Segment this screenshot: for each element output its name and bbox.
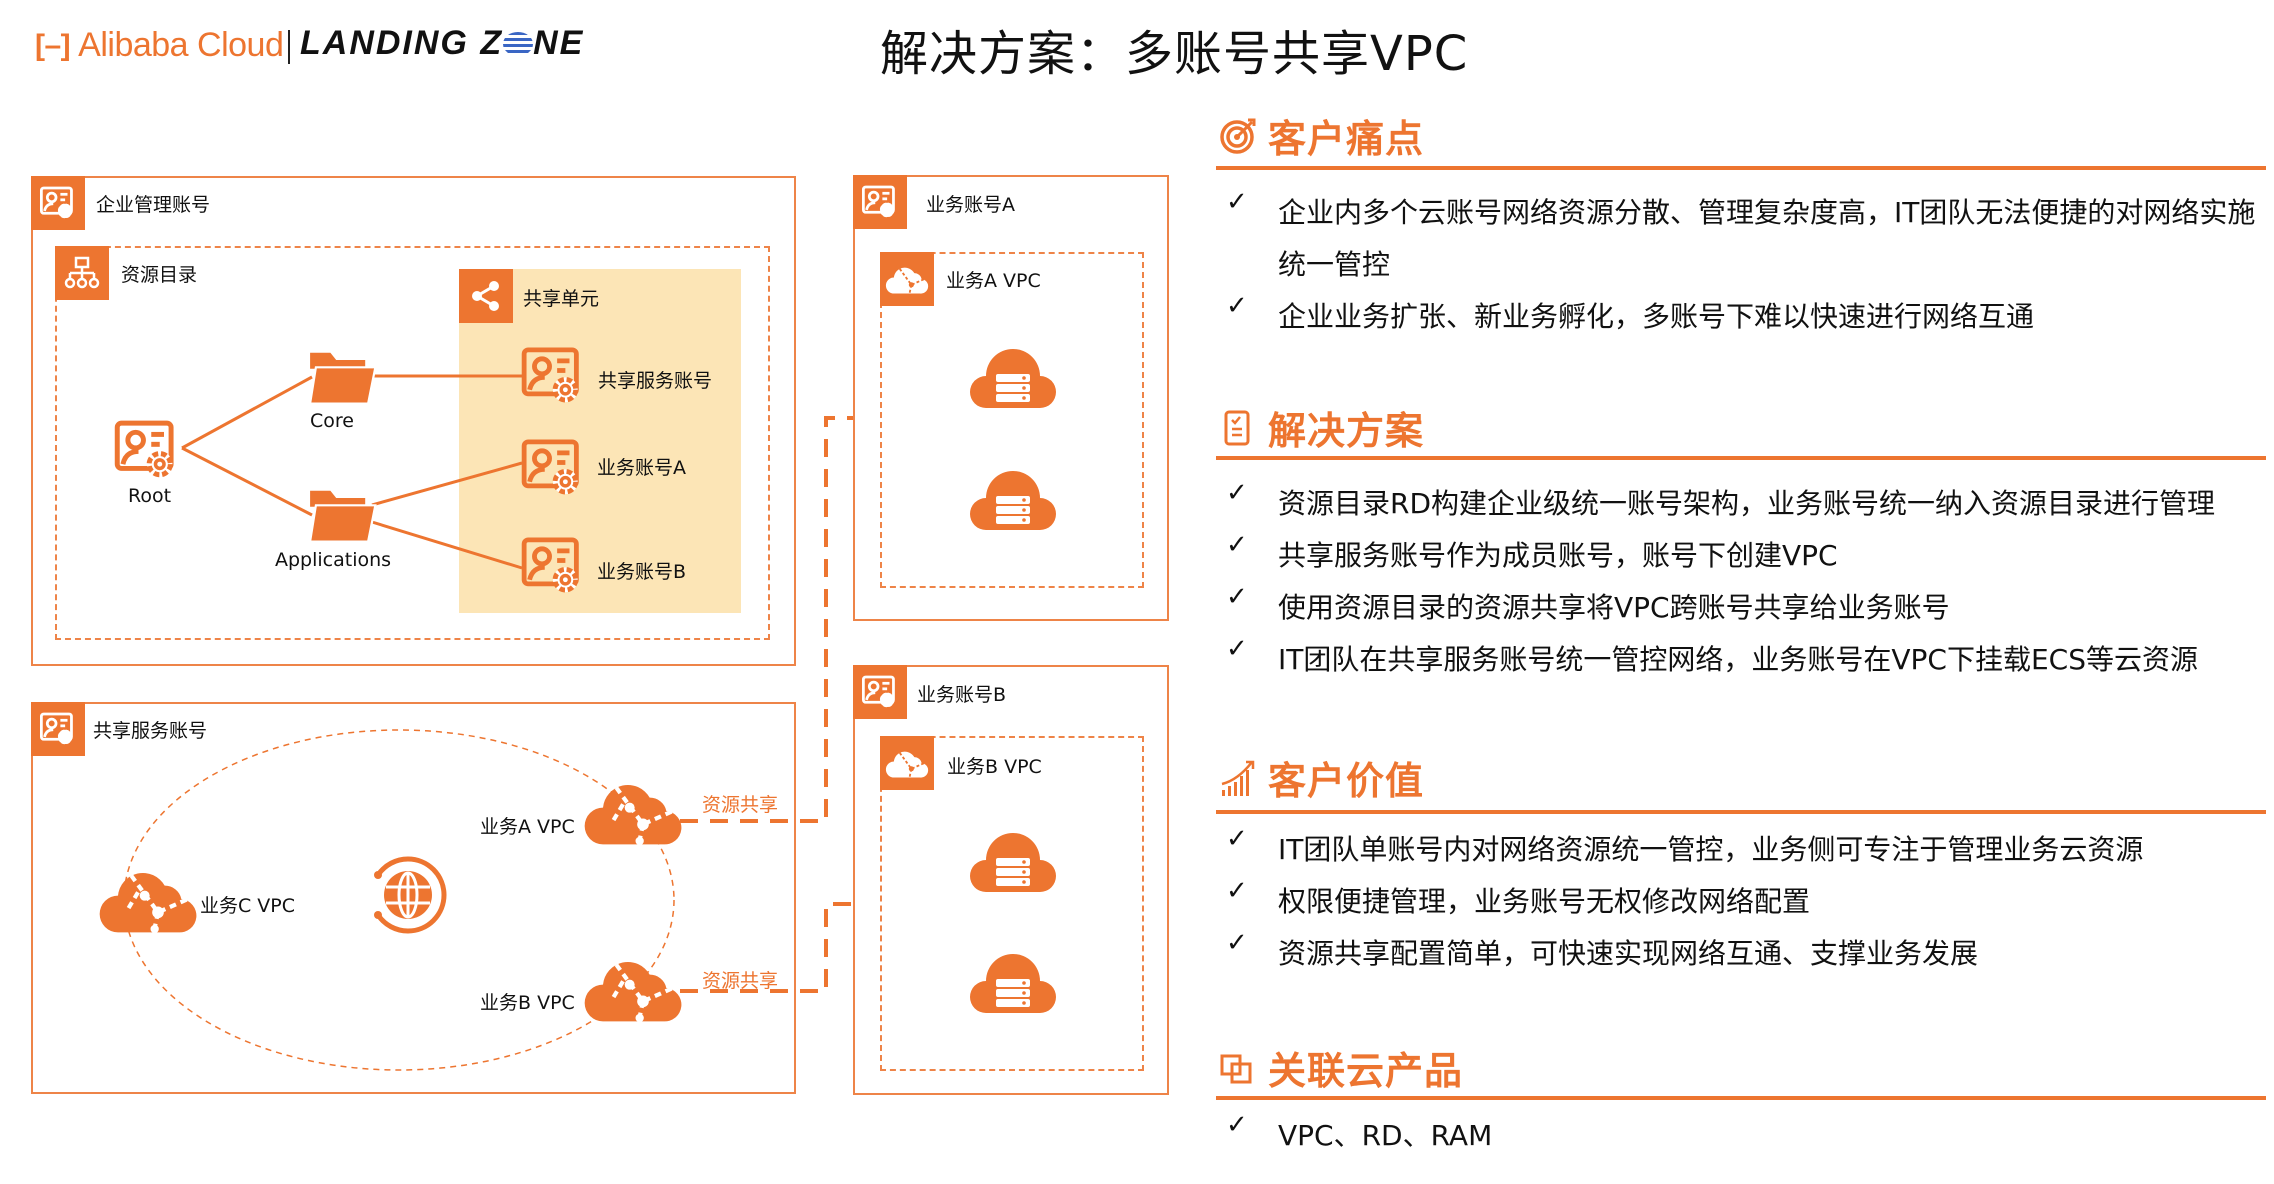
- vpc-icon: [880, 252, 934, 306]
- business-account-b-label: 业务账号B: [917, 684, 1007, 706]
- org-tree-icon: [55, 246, 109, 300]
- logo-divider: [288, 30, 290, 64]
- list-item: ✓ 权限便捷管理，业务账号无权修改网络配置: [1226, 876, 2258, 928]
- alibaba-cloud-logo: [–] Alibaba Cloud: [35, 26, 284, 65]
- section-title: 客户价值: [1268, 759, 1425, 803]
- list-item-text: IT团队在共享服务账号统一管控网络，业务账号在VPC下挂载ECS等云资源: [1278, 643, 2198, 676]
- list-item-text: VPC、RD、RAM: [1278, 1119, 1493, 1152]
- section-title: 关联云产品: [1268, 1049, 1464, 1093]
- landing-zone-globe-icon: [503, 32, 534, 56]
- landing-zone-logo: LANDING Z NE: [300, 24, 584, 63]
- check-icon: ✓: [1226, 291, 1248, 321]
- landing-zone-prefix: LANDING Z: [300, 24, 504, 62]
- resource-share-connectors: [680, 408, 880, 993]
- root-label: Root: [128, 485, 172, 507]
- alibaba-cloud-brackets-icon: [–]: [35, 28, 71, 62]
- check-icon: ✓: [1226, 187, 1248, 217]
- list-item-text: 资源共享配置简单，可快速实现网络互通、支撑业务发展: [1278, 937, 1979, 970]
- vpc-a-box: [880, 252, 1144, 588]
- section-divider: [1216, 1096, 2266, 1100]
- linked-products-icon: [1220, 1054, 1252, 1083]
- brand-name: Alibaba Cloud: [78, 26, 284, 64]
- list-item-text: IT团队单账号内对网络资源统一管控，业务侧可专注于管理业务云资源: [1278, 833, 2144, 866]
- list-item: ✓ 资源共享配置简单，可快速实现网络互通、支撑业务发展: [1226, 928, 2258, 980]
- section-title: 客户痛点: [1268, 117, 1425, 161]
- target-icon: [1220, 118, 1256, 154]
- page-title: 解决方案：多账号共享VPC: [880, 26, 1469, 82]
- growth-chart-icon: [1221, 760, 1255, 796]
- enterprise-account-label: 企业管理账号: [96, 194, 211, 216]
- list-item: ✓ IT团队在共享服务账号统一管控网络，业务账号在VPC下挂载ECS等云资源: [1226, 634, 2258, 686]
- folder-core-label: Core: [310, 410, 354, 432]
- list-item-text: 使用资源目录的资源共享将VPC跨账号共享给业务账号: [1278, 591, 1950, 624]
- list-item: ✓ VPC、RD、RAM: [1226, 1110, 2258, 1162]
- shared-unit-account-label: 业务账号A: [597, 457, 686, 479]
- section-divider: [1216, 810, 2266, 814]
- check-icon: ✓: [1226, 530, 1248, 560]
- resource-share-label: 资源共享: [702, 794, 779, 816]
- list-item-text: 资源目录RD构建企业级统一账号架构，业务账号统一纳入资源目录进行管理: [1278, 487, 2216, 520]
- check-icon: ✓: [1226, 478, 1248, 508]
- section-divider: [1216, 166, 2266, 170]
- folder-applications-label: Applications: [275, 549, 392, 571]
- shared-unit-account-label: 共享服务账号: [598, 370, 713, 392]
- account-icon: [853, 665, 907, 719]
- share-icon: [459, 269, 513, 323]
- tree-connectors: [181, 374, 523, 570]
- section-title: 解决方案: [1268, 409, 1425, 453]
- vpc-icon: [880, 736, 934, 790]
- list-item: ✓ IT团队单账号内对网络资源统一管控，业务侧可专注于管理业务云资源: [1226, 824, 2258, 876]
- list-item: ✓ 共享服务账号作为成员账号，账号下创建VPC: [1226, 530, 2258, 582]
- list-item: ✓ 企业业务扩张、新业务孵化，多账号下难以快速进行网络互通: [1226, 291, 2258, 343]
- vpc-b-box: [880, 736, 1144, 1071]
- list-item-text: 共享服务账号作为成员账号，账号下创建VPC: [1278, 539, 1838, 572]
- section-header-pain-points: 客户痛点: [1218, 108, 1424, 163]
- account-icon: [853, 175, 907, 229]
- list-item-text: 企业内多个云账号网络资源分散、管理复杂度高，IT团队无法便捷的对网络实施统一管控: [1278, 196, 2256, 281]
- check-icon: ✓: [1226, 876, 1248, 906]
- section-header-related-products: 关联云产品: [1218, 1040, 1463, 1095]
- vpc-a-label: 业务A VPC: [480, 816, 575, 838]
- list-item-text: 企业业务扩张、新业务孵化，多账号下难以快速进行网络互通: [1278, 300, 2035, 333]
- check-icon: ✓: [1226, 1110, 1248, 1140]
- list-item: ✓ 资源目录RD构建企业级统一账号架构，业务账号统一纳入资源目录进行管理: [1226, 478, 2258, 530]
- landing-zone-suffix: NE: [533, 24, 585, 62]
- shared-unit-label: 共享单元: [523, 288, 600, 310]
- business-account-a-label: 业务账号A: [926, 194, 1015, 216]
- account-icon: [31, 702, 85, 756]
- section-header-customer-value: 客户价值: [1218, 750, 1424, 805]
- section-divider: [1216, 456, 2266, 460]
- resource-share-label: 资源共享: [702, 970, 779, 992]
- account-icon: [31, 176, 85, 230]
- vpc-a-box-label: 业务A VPC: [946, 270, 1041, 292]
- ecs-cloud-icon: [968, 346, 1058, 410]
- vpc-b-box-label: 业务B VPC: [947, 756, 1042, 778]
- shared-unit-account-label: 业务账号B: [597, 561, 687, 583]
- ecs-cloud-icon: [968, 830, 1058, 894]
- ecs-cloud-icon: [968, 468, 1058, 532]
- vpc-c-label: 业务C VPC: [200, 895, 296, 917]
- list-item: ✓ 企业内多个云账号网络资源分散、管理复杂度高，IT团队无法便捷的对网络实施统一…: [1226, 187, 2258, 291]
- resource-directory-box: [55, 246, 770, 640]
- checklist-icon: [1224, 410, 1250, 445]
- list-item-text: 权限便捷管理，业务账号无权修改网络配置: [1278, 885, 1811, 918]
- shared-unit-box: [459, 269, 741, 613]
- resource-directory-label: 资源目录: [121, 264, 198, 286]
- list-item: ✓ 使用资源目录的资源共享将VPC跨账号共享给业务账号: [1226, 582, 2258, 634]
- shared-services-account-label: 共享服务账号: [93, 720, 208, 742]
- check-icon: ✓: [1226, 928, 1248, 958]
- check-icon: ✓: [1226, 824, 1248, 854]
- check-icon: ✓: [1226, 582, 1248, 612]
- network-globe-icon: [374, 856, 447, 934]
- check-icon: ✓: [1226, 634, 1248, 664]
- section-header-solution: 解决方案: [1218, 400, 1424, 455]
- vpc-b-label: 业务B VPC: [480, 992, 575, 1014]
- ecs-cloud-icon: [968, 951, 1058, 1015]
